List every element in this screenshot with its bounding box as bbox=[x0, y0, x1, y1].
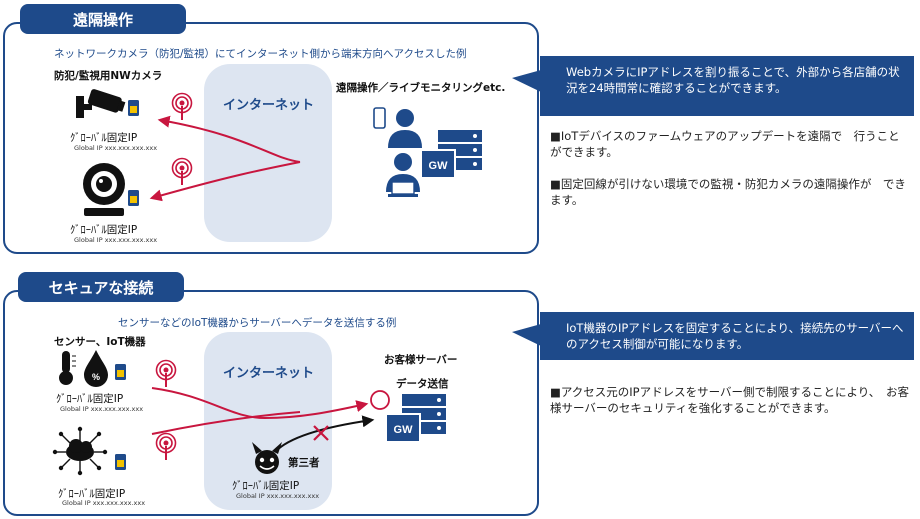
sensor-group-label: センサー、IoT機器 bbox=[54, 336, 146, 348]
secure-callout: IoT機器のIPアドレスを固定することにより、接続先のサーバーへのアクセス制御が… bbox=[540, 312, 914, 360]
access-arrow bbox=[157, 115, 301, 163]
remote-bullet: ■固定回線が引けない環境での監視・防犯カメラの遠隔操作が できます。 bbox=[550, 177, 906, 207]
remote-callout: WebカメラにIPアドレスを割り振ることで、外部から各店舗の状況を24時間常に確… bbox=[540, 56, 914, 116]
sim-card-icon bbox=[128, 190, 139, 206]
security-camera-icon bbox=[76, 89, 126, 118]
server-rack-icon bbox=[402, 394, 446, 434]
global-ip-address: Global IP xxx.xxx.xxx.xxx bbox=[74, 144, 158, 152]
customer-server-label: お客様サーバー bbox=[384, 354, 458, 366]
remote-operation-tab: 遠隔操作 bbox=[20, 4, 186, 34]
secure-connection-tab: セキュアな接続 bbox=[18, 272, 184, 302]
sim-card-icon bbox=[115, 364, 126, 380]
data-send-label: データ送信 bbox=[396, 378, 449, 390]
gateway-icon: GW bbox=[385, 413, 421, 443]
wireless-signal-icon bbox=[171, 157, 193, 185]
global-ip-address: Global IP xxx.xxx.xxx.xxx bbox=[60, 405, 144, 413]
gw-label: GW bbox=[394, 424, 414, 436]
global-ip-label: ｸﾞﾛｰﾊﾞﾙ固定IP bbox=[70, 132, 138, 144]
thermometer-icon bbox=[59, 351, 76, 385]
internet-label: インターネット bbox=[223, 366, 315, 381]
remote-example-caption: ネットワークカメラ（防犯/監視）にてインターネット側から端末方向へアクセスした例 bbox=[54, 48, 467, 60]
blocked-x-icon bbox=[313, 425, 329, 441]
remote-monitoring-label: 遠隔操作／ライブモニタリングetc. bbox=[336, 82, 506, 94]
svg-text:%: % bbox=[92, 372, 100, 382]
global-ip-address: Global IP xxx.xxx.xxx.xxx bbox=[74, 236, 158, 244]
secure-example-caption: センサーなどのIoT機器からサーバーへデータを送信する例 bbox=[118, 317, 397, 329]
secure-callout-text: IoT機器のIPアドレスを固定することにより、接続先のサーバーへのアクセス制御が… bbox=[566, 321, 904, 351]
data-send-arrow bbox=[151, 387, 369, 420]
global-ip-address: Global IP xxx.xxx.xxx.xxx bbox=[236, 492, 320, 500]
allowed-circle-icon bbox=[370, 390, 390, 410]
secure-bullet: ■アクセス元のIPアドレスをサーバー側で制限することにより、 お客様サーバーのセ… bbox=[550, 385, 910, 415]
user-laptop-icon bbox=[386, 153, 420, 197]
remote-callout-pointer bbox=[512, 70, 541, 92]
wireless-signal-icon bbox=[171, 92, 193, 120]
remote-bullet: ■IoTデバイスのファームウェアのアップデートを遠隔で 行うことができます。 bbox=[550, 129, 900, 159]
internet-cloud bbox=[204, 64, 332, 242]
webcam-icon bbox=[83, 163, 125, 216]
gw-label: GW bbox=[429, 160, 449, 172]
devil-icon bbox=[252, 442, 282, 474]
global-ip-label: ｸﾞﾛｰﾊﾞﾙ固定IP bbox=[58, 488, 126, 500]
internet-label: インターネット bbox=[223, 98, 315, 113]
remote-callout-text: WebカメラにIPアドレスを割り振ることで、外部から各店舗の状況を24時間常に確… bbox=[566, 65, 900, 95]
gateway-icon: GW bbox=[420, 149, 456, 179]
sim-card-icon bbox=[115, 454, 126, 470]
third-party-label: 第三者 bbox=[288, 457, 320, 469]
sim-card-icon bbox=[128, 100, 139, 116]
global-ip-label: ｸﾞﾛｰﾊﾞﾙ固定IP bbox=[232, 480, 300, 492]
global-ip-label: ｸﾞﾛｰﾊﾞﾙ固定IP bbox=[70, 224, 138, 236]
global-ip-label: ｸﾞﾛｰﾊﾞﾙ固定IP bbox=[56, 393, 124, 405]
secure-callout-pointer bbox=[512, 324, 541, 346]
iot-cloud-icon bbox=[52, 426, 108, 476]
humidity-icon: % bbox=[84, 350, 108, 387]
global-ip-address: Global IP xxx.xxx.xxx.xxx bbox=[62, 499, 146, 507]
access-arrow bbox=[149, 161, 301, 202]
blocked-access-arrow bbox=[274, 415, 375, 453]
wireless-signal-icon bbox=[155, 432, 177, 460]
user-icon bbox=[388, 109, 422, 148]
camera-group-label: 防犯/監視用NWカメラ bbox=[54, 70, 163, 82]
wireless-signal-icon bbox=[155, 359, 177, 387]
smartphone-icon bbox=[373, 107, 386, 129]
data-send-arrow bbox=[151, 411, 301, 435]
